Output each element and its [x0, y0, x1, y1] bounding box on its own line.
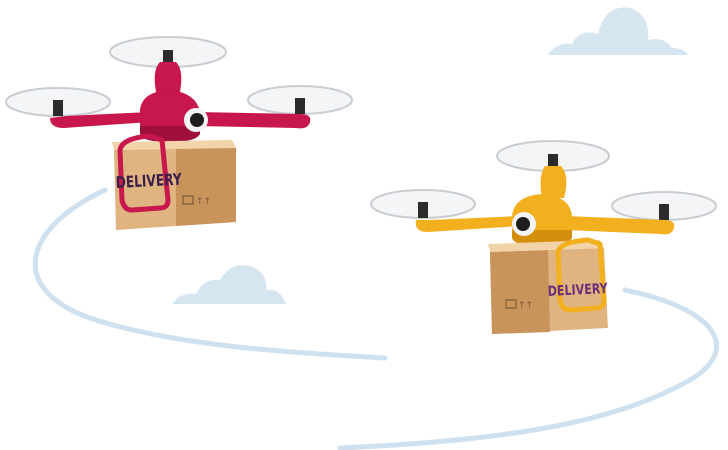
flight-path-yellow-trail: [337, 287, 719, 450]
package-box-yellow: ↑↑ DELIVERY: [488, 237, 609, 334]
flight-path-red-trail: [32, 187, 388, 361]
arrows-icon: ↑↑: [518, 301, 533, 311]
arrows-icon: ↑↑: [196, 197, 211, 207]
drone-red: ↑↑ DELIVERY: [5, 36, 353, 230]
cloud-middle: [172, 265, 286, 304]
flight-path: [32, 187, 719, 450]
package-box-red: ↑↑ DELIVERY: [112, 133, 236, 230]
drone-yellow: ↑↑ DELIVERY: [370, 140, 717, 334]
cloud-top-right: [548, 7, 688, 55]
box-label-yellow: DELIVERY: [547, 281, 608, 300]
box-label-red: DELIVERY: [115, 170, 182, 192]
